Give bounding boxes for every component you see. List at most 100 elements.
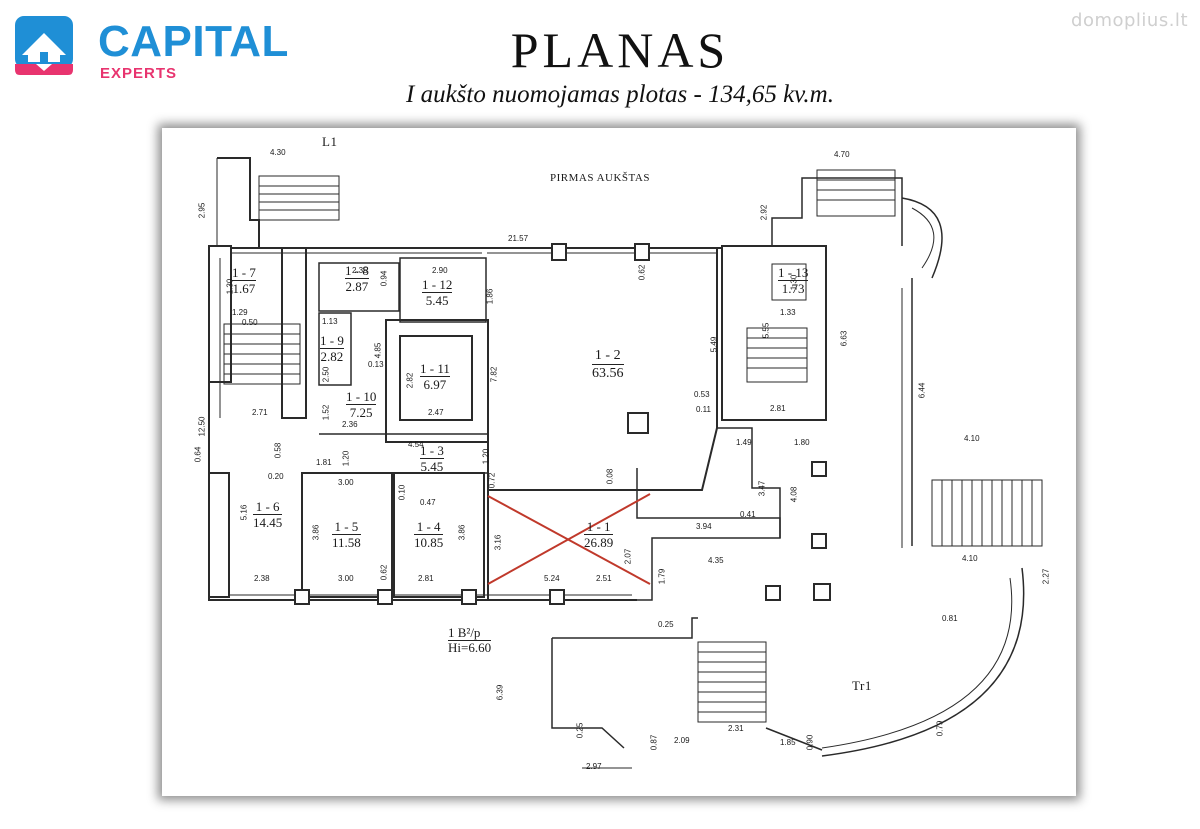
dimension-label: 2.31 [728,724,744,733]
dimension-label: 1.33 [780,308,796,317]
dimension-label: 6.63 [839,330,849,347]
dimension-label: 2.07 [623,548,633,565]
dimension-label: 0.41 [740,510,756,519]
dimension-label: 0.10 [397,484,407,501]
dimension-label: 4.10 [964,434,980,443]
dimension-label: 1.52 [321,404,331,421]
dimension-label: 1.79 [657,568,667,585]
dimension-label: 0.08 [605,468,615,485]
dimension-label: 3.94 [696,522,712,531]
dimension-label: 21.57 [508,234,529,243]
dimension-label: 5.55 [761,322,771,339]
dimension-label: 0.90 [805,734,815,751]
dimension-label: 1.20 [481,448,491,465]
dimension-label: 4.10 [962,554,978,563]
dimension-label: 2.51 [596,574,612,583]
dimension-label: 2.71 [252,408,268,417]
dimension-label: 0.62 [637,264,647,281]
dimension-label: 1.85 [780,738,796,747]
dimension-label: 0.58 [273,442,283,459]
dimension-label: 0.79 [935,720,945,737]
watermark: domoplius.lt [1071,10,1188,31]
dimension-label: 6.44 [917,382,927,399]
dimension-label: 2.90 [432,266,448,275]
floor-heading: PIRMAS AUKŠTAS [550,172,650,184]
sheet-label: L1 [322,134,338,149]
level-note-line1: 1 B²/p [448,625,481,640]
dimension-label: 0.87 [649,734,659,751]
dimension-label: 0.13 [368,360,384,369]
dimension-label: 0.47 [420,498,436,507]
dimension-label: 7.82 [489,366,499,383]
dimension-label: 3.00 [338,574,354,583]
dimension-label: 5.24 [544,574,560,583]
level-note-line2: Hi=6.60 [448,640,492,655]
dimension-label: 2.92 [759,204,769,221]
dimension-label: 4.35 [708,556,724,565]
dimension-label: 0.50 [242,318,258,327]
dimension-label: 1.13 [322,317,338,326]
house-logo-icon [15,16,73,75]
dimension-label: 1.30 [225,278,235,295]
dimension-label: 2.09 [674,736,690,745]
dimension-label: 2.82 [405,372,415,389]
dimension-label: 0.20 [268,472,284,481]
dimension-label: 2.97 [586,762,602,771]
dimension-label: 1.81 [316,458,332,467]
floor-plan-sheet: L1 PIRMAS AUKŠTAS Tr1 1 B²/p Hi=6.60 1 -… [162,128,1076,796]
dimension-label: 12.50 [197,416,207,437]
dimension-label: 3.47 [757,480,767,497]
dimension-label: 4.85 [373,342,383,359]
dimension-label: 2.81 [418,574,434,583]
dimension-label: 3.00 [338,478,354,487]
dimension-label: 0.81 [942,614,958,623]
dimension-label: 4.08 [789,486,799,503]
dimension-label: 0.25 [575,722,585,739]
level-note: 1 B²/p Hi=6.60 [448,625,492,655]
capital-experts-logo: CAPITAL EXPERTS [14,14,288,82]
highlight-cross-line-b [487,493,651,585]
page-title: PLANAS [510,22,730,78]
floor-plan-drawing [208,157,1043,769]
dimension-label: 1.86 [485,288,495,305]
dimension-label: 0.64 [193,446,203,463]
dimension-label: 4.70 [834,150,850,159]
dimension-label: 2.36 [342,420,358,429]
dimension-label: 1.80 [794,438,810,447]
dimension-label: 0.11 [696,405,711,414]
dimension-label: 5.16 [239,504,249,521]
logo-brand-name: CAPITAL [98,17,289,66]
dimension-label: 2.38 [254,574,270,583]
dimension-label: 3.86 [457,524,467,541]
dimension-label: 0.62 [379,564,389,581]
dimension-label: 2.47 [428,408,444,417]
dimension-label: 3.16 [493,534,503,551]
terrace-label: Tr1 [852,678,872,693]
dimension-label: 2.35 [352,266,368,275]
dimension-label: 0.94 [379,270,389,287]
dimension-label: 5.49 [709,336,719,353]
dimension-label: 1.49 [736,438,752,447]
dimension-label: 1.30 [789,274,799,291]
dimension-label: 2.95 [197,202,207,219]
dimension-label: 2.81 [770,404,786,413]
dimension-label: 0.25 [658,620,674,629]
dimension-label: 4.54 [408,440,424,449]
dimension-label: 1.20 [341,450,351,467]
dimension-label: 0.72 [487,472,497,489]
page-subtitle: I aukšto nuomojamas plotas - 134,65 kv.m… [406,81,834,108]
dimension-label: 4.30 [270,148,286,157]
